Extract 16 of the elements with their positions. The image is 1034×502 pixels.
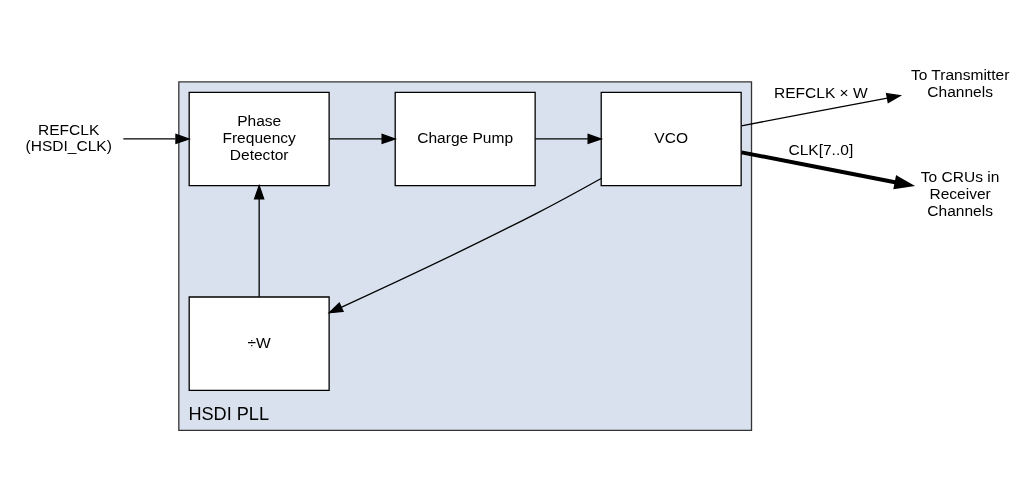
edge-label: REFCLK × W — [774, 84, 868, 102]
arrow — [327, 177, 602, 314]
arrow — [328, 133, 398, 145]
arrow — [740, 92, 903, 127]
node-box: Phase Frequency Detector — [188, 91, 330, 187]
arrow — [741, 150, 916, 190]
node-box: Charge Pump — [394, 91, 536, 187]
node-text: To Transmitter Channels — [910, 66, 1010, 100]
arrow — [253, 183, 265, 298]
node-text: REFCLK (HSDI_CLK) — [25, 120, 112, 155]
edge-label: CLK[7..0] — [788, 141, 854, 159]
arrow — [122, 133, 191, 145]
node-box: ÷W — [188, 296, 330, 391]
arrow — [534, 133, 604, 145]
node-text: To CRUs in Receiver Channels — [920, 167, 1000, 219]
node-box: VCO — [600, 91, 742, 187]
